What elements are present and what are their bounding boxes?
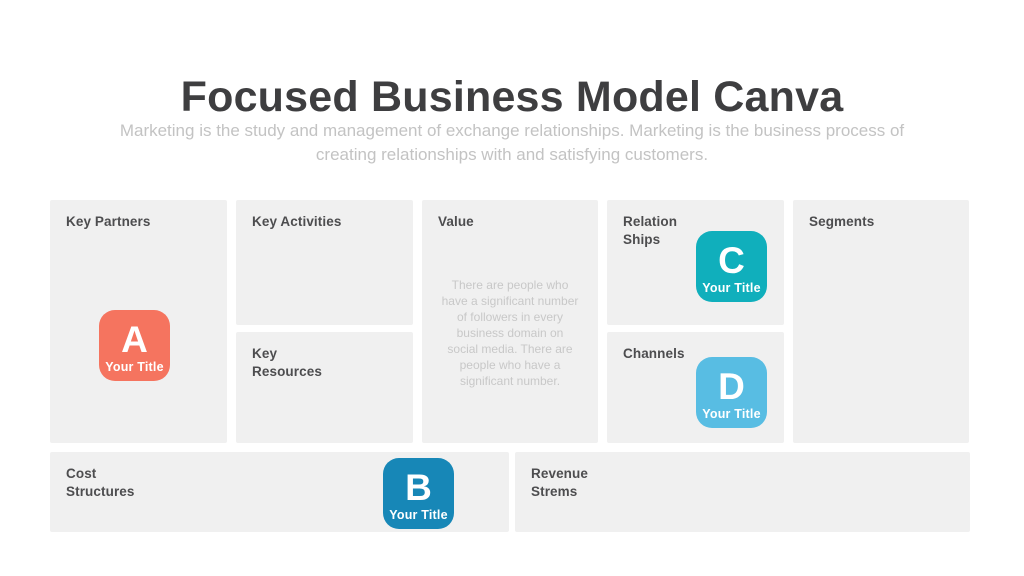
badge-b-title: Your Title <box>389 508 448 522</box>
badge-d-letter: D <box>718 366 745 407</box>
panel-label-channels: Channels <box>623 346 685 361</box>
panel-key-resources: Key Resources <box>236 332 413 443</box>
badge-d: D Your Title <box>696 357 767 428</box>
panel-segments: Segments <box>793 200 969 443</box>
badge-d-title: Your Title <box>702 407 761 421</box>
panel-label-value: Value <box>438 214 474 229</box>
panel-label-key-resources: Key Resources <box>252 346 322 379</box>
page-title: Focused Business Model Canva <box>180 72 844 121</box>
badge-b-letter: B <box>405 467 432 508</box>
panel-label-revenue-streams: Revenue Strems <box>531 466 588 499</box>
badge-a-letter: A <box>121 319 148 360</box>
badge-a-title: Your Title <box>105 360 164 374</box>
panel-key-activities: Key Activities <box>236 200 413 325</box>
value-description-text: There are people who have a significant … <box>441 278 579 388</box>
panel-label-key-partners: Key Partners <box>66 214 151 229</box>
panel-label-relation-ships: Relation Ships <box>623 214 678 247</box>
panel-label-key-activities: Key Activities <box>252 214 342 229</box>
badge-c-letter: C <box>718 240 745 281</box>
badge-c: C Your Title <box>696 231 767 302</box>
badge-b: B Your Title <box>383 458 454 529</box>
panel-label-cost-structures: Cost Structures <box>66 466 135 499</box>
page-subtitle: Marketing is the study and management of… <box>119 121 905 165</box>
badge-a: A Your Title <box>99 310 170 381</box>
panel-label-segments: Segments <box>809 214 875 229</box>
badge-c-title: Your Title <box>702 281 761 295</box>
panel-value: Value There are people who have a signif… <box>422 200 598 443</box>
panel-revenue-streams: Revenue Strems <box>515 452 970 532</box>
